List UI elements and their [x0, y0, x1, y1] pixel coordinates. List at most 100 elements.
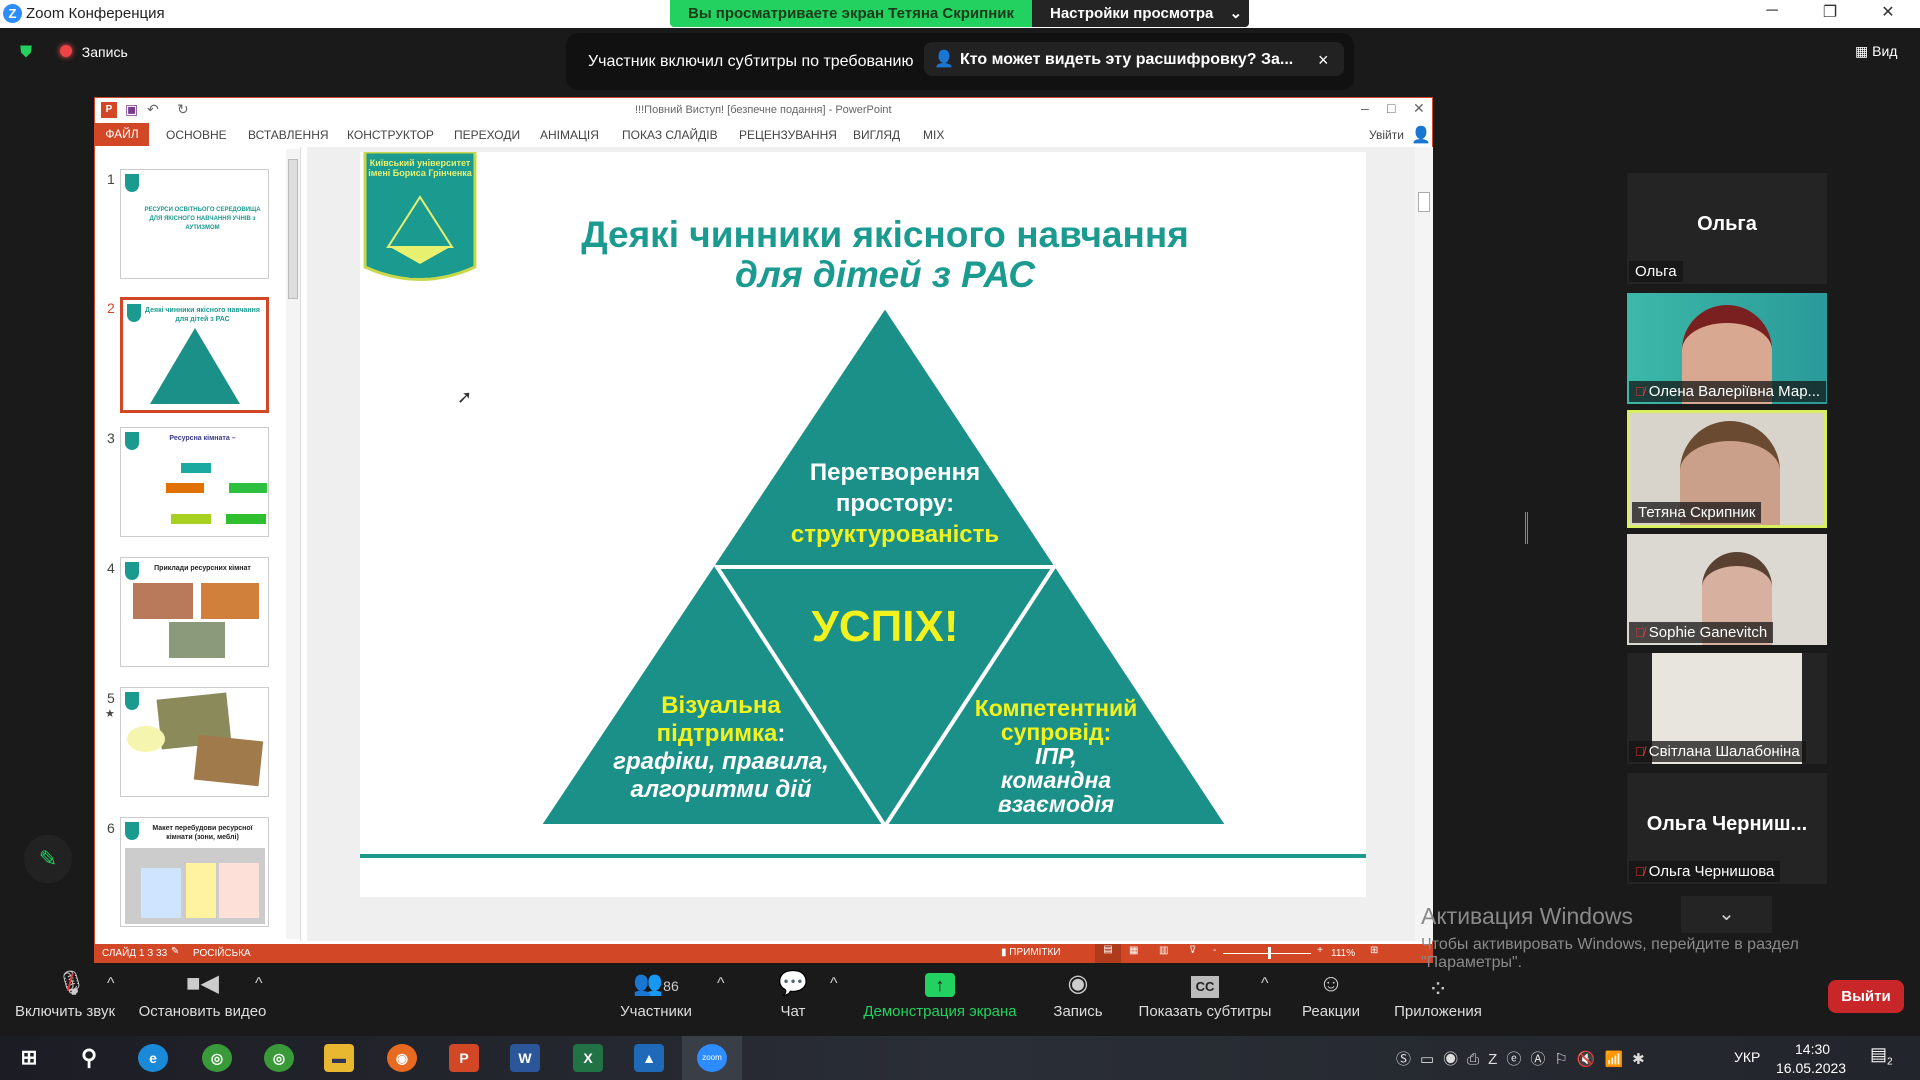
participant-name: Тетяна Скрипник [1632, 502, 1762, 523]
transcript-visibility-link[interactable]: 👤Кто может видеть эту расшифровку? За... [924, 42, 1344, 76]
chrome-icon[interactable]: ◎ [202, 1044, 232, 1072]
captions-options-caret[interactable]: ^ [1261, 975, 1269, 992]
slide-title: Деякі чинники якісного навчання [581, 214, 1189, 255]
close-notification-button[interactable]: × [1318, 50, 1329, 70]
participant-tile[interactable]: 🎙̸Олена Валеріївна Мар... [1627, 293, 1827, 404]
tab-slideshow[interactable]: ПОКАЗ СЛАЙДІВ [622, 128, 718, 142]
tab-transitions[interactable]: ПЕРЕХОДИ [454, 128, 521, 142]
slide-thumbnail-1[interactable]: РЕСУРСИ ОСВІТНЬОГО СЕРЕДОВИЩА ДЛЯ ЯКІСНО… [120, 169, 269, 279]
zoom-taskbar-button[interactable]: zoom [682, 1036, 742, 1080]
clock-date[interactable]: 16.05.2023 [1776, 1060, 1847, 1076]
audio-options-caret[interactable]: ^ [107, 975, 115, 992]
view-options-button[interactable]: Настройки просмотра ⌄ [1032, 0, 1249, 27]
clock-time[interactable]: 14:30 [1795, 1041, 1831, 1057]
tab-design[interactable]: КОНСТРУКТОР [347, 128, 434, 142]
ribbon-tabs: ФАЙЛ ОСНОВНЕ ВСТАВЛЕННЯ КОНСТРУКТОР ПЕРЕ… [95, 123, 1432, 147]
chat-button[interactable]: 💬Чат [768, 963, 818, 1036]
sign-in-link[interactable]: Увійти [1369, 128, 1404, 142]
language-indicator[interactable]: РОСІЙСЬКА [193, 948, 251, 959]
annotate-pencil-button[interactable]: ✎ [24, 835, 72, 883]
close-button[interactable]: ✕ [1881, 4, 1895, 21]
panel-resize-handle[interactable] [1525, 512, 1528, 544]
tab-home[interactable]: ОСНОВНЕ [166, 128, 227, 142]
left-line-3: графіки, правила, [613, 748, 829, 775]
unmute-button[interactable]: 🎙/Включить звук [10, 963, 120, 1036]
ppt-close-button[interactable]: ✕ [1413, 100, 1425, 116]
slide-thumbnail-5[interactable] [120, 687, 269, 797]
thumbnail-number: 1 [107, 171, 115, 187]
tab-review[interactable]: РЕЦЕНЗУВАННЯ [739, 128, 837, 142]
firefox-icon[interactable]: ◉ [387, 1044, 417, 1072]
zoom-slider[interactable]: -+ [1213, 945, 1323, 959]
left-line-1: Візуальна [661, 692, 781, 719]
slide-thumbnail-6[interactable]: Макет перебудови ресурсної кімнати (зони… [120, 817, 269, 927]
notifications-icon[interactable]: ▤2 [1870, 1044, 1893, 1068]
participant-tile[interactable]: 🎙̸Sophie Ganevitch [1627, 534, 1827, 645]
start-windows-icon[interactable]: ⊞ [20, 1047, 38, 1069]
system-tray-icons[interactable]: Ⓢ▭◉⎙ZⓔⒶ⚐🔇📶✱ [1396, 1051, 1654, 1068]
zoom-level[interactable]: 111% [1331, 948, 1356, 959]
fit-slide-icon[interactable]: ⊞ [1370, 945, 1379, 956]
reading-view-icon[interactable]: ▥ [1159, 945, 1169, 956]
redo-icon[interactable]: ↻ [177, 101, 189, 117]
logo-icon [125, 562, 139, 580]
slide-thumbnail-2[interactable]: Деякі чинники якісного навчання для діте… [120, 297, 269, 413]
left-colon: : [777, 720, 786, 747]
record-button[interactable]: ◉Запись [1043, 963, 1113, 1036]
recording-label: Запись [81, 44, 128, 60]
slideshow-icon[interactable]: ⊽ [1189, 945, 1197, 956]
leave-button[interactable]: Выйти [1828, 980, 1904, 1013]
video-options-caret[interactable]: ^ [255, 975, 263, 992]
participants-options-caret[interactable]: ^ [717, 975, 725, 992]
tab-insert[interactable]: ВСТАВЛЕННЯ [248, 128, 329, 142]
participant-tile[interactable]: Ольга Черниш...🎙̸Ольга Чернишова [1627, 773, 1827, 884]
share-screen-button[interactable]: ↑Демонстрация экрана [855, 963, 1025, 1036]
tab-animation[interactable]: АНІМАЦІЯ [540, 128, 599, 142]
view-button[interactable]: ▦ Вид [1855, 43, 1897, 60]
participant-name: Ольга [1629, 261, 1683, 282]
minimize-button[interactable]: ─ [1766, 2, 1778, 19]
reactions-button[interactable]: ☺Реакции [1295, 963, 1367, 1036]
chrome-profile-icon[interactable]: ◎ [264, 1044, 294, 1072]
restore-button[interactable]: ❐ [1822, 4, 1838, 21]
keyboard-language[interactable]: УКР [1734, 1049, 1761, 1065]
apps-button[interactable]: ⁘Приложения [1390, 963, 1486, 1036]
participant-tile[interactable]: 🎙̸Світлана Шалабоніна [1627, 653, 1827, 764]
tab-file[interactable]: ФАЙЛ [95, 123, 149, 146]
notes-button[interactable]: ▮ ПРИМІТКИ [1001, 947, 1061, 958]
participant-tile-active-speaker[interactable]: Тетяна Скрипник [1627, 410, 1827, 528]
powerpoint-icon[interactable]: P [449, 1044, 479, 1072]
stop-video-button[interactable]: ■◀Остановить видео [135, 963, 270, 1036]
slide-scrollbar[interactable] [1415, 147, 1433, 941]
thumbnail-text: Ресурсна кімната – [169, 435, 236, 442]
normal-view-icon[interactable]: ▤ [1095, 944, 1121, 963]
slide-thumbnail-3[interactable]: Ресурсна кімната – [120, 427, 269, 537]
thumbnail-scrollbar[interactable] [286, 149, 300, 939]
undo-icon[interactable]: ↶ [147, 101, 159, 117]
slide-thumbnail-4[interactable]: Приклади ресурсних кімнат [120, 557, 269, 667]
slide-sorter-icon[interactable]: ▦ [1129, 945, 1139, 956]
file-explorer-icon[interactable]: ▬ [324, 1044, 354, 1072]
chat-options-caret[interactable]: ^ [830, 975, 838, 992]
edge-icon[interactable]: e [138, 1044, 168, 1072]
participant-big-name: Ольга Черниш... [1646, 813, 1808, 835]
spellcheck-icon[interactable]: ✎ [171, 946, 180, 957]
tab-mix[interactable]: MIX [923, 128, 945, 142]
ppt-maximize-button[interactable]: □ [1387, 100, 1396, 116]
excel-icon[interactable]: X [573, 1044, 603, 1072]
word-icon[interactable]: W [510, 1044, 540, 1072]
thumbnail-text: Деякі чинники якісного навчання для діте… [145, 307, 260, 323]
gallery-scroll-down-button[interactable]: ⌄ [1681, 896, 1772, 933]
photos-icon[interactable]: ▲ [634, 1044, 664, 1072]
zoom-logo-icon: Z [3, 4, 22, 23]
muted-mic-icon: 🎙̸ [1635, 864, 1645, 879]
save-icon[interactable]: ▣ [125, 101, 139, 117]
tab-view[interactable]: ВИГЛЯД [853, 128, 901, 142]
ppt-minimize-button[interactable]: – [1361, 100, 1369, 116]
search-icon[interactable]: ⚲ [80, 1045, 98, 1070]
chat-label: Чат [780, 1003, 806, 1020]
thumbnail-number: 5 [107, 690, 115, 706]
